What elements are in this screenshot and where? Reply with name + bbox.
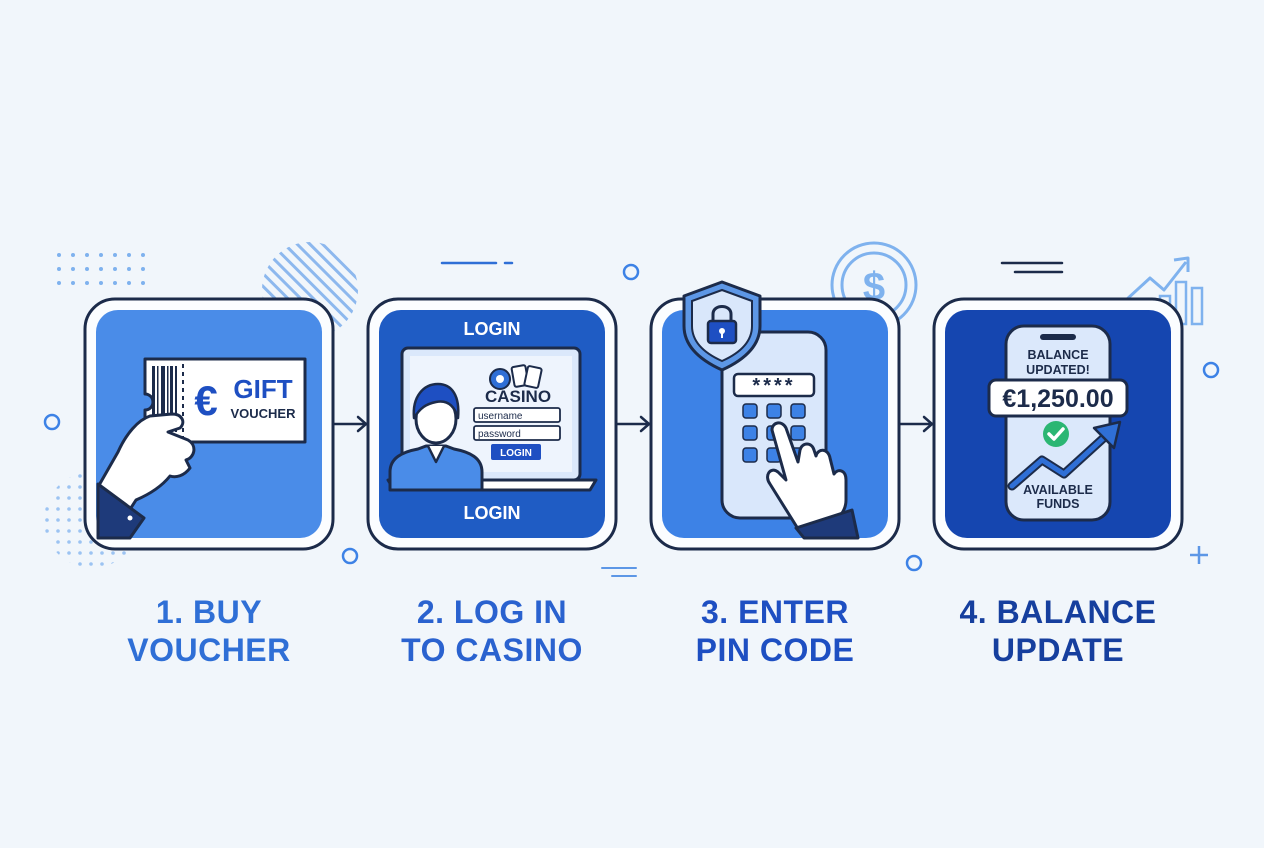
step-3-caption-line2: PIN CODE (695, 632, 855, 668)
step-3-card: $ **** (649, 241, 918, 551)
shield-lock-icon (682, 280, 762, 372)
ring-decoration (905, 554, 923, 572)
casino-site-name: CASINO (485, 387, 551, 406)
pin-input[interactable] (732, 372, 816, 398)
casino-chips-icon (489, 364, 543, 390)
dot-grid-decoration (50, 252, 154, 292)
password-field[interactable] (473, 425, 561, 441)
voucher-subtitle: VOUCHER (230, 406, 296, 421)
ring-decoration (341, 547, 359, 565)
funds-label-line2: FUNDS (1036, 497, 1079, 511)
step-2-card: LOGIN CASINO username password LOGIN LOG… (366, 297, 618, 551)
euro-symbol: € (194, 377, 217, 424)
login-button[interactable] (491, 444, 541, 460)
username-placeholder: username (478, 411, 523, 422)
step-2-caption-line1: 2. LOG IN (416, 594, 568, 630)
ring-decoration (622, 263, 640, 281)
balance-amount-box (987, 378, 1129, 418)
balance-status-line2: UPDATED! (1026, 363, 1090, 377)
balance-amount: €1,250.00 (1002, 385, 1113, 413)
hand-icon (96, 412, 196, 540)
step-1-card: € GIFT VOUCHER (83, 297, 335, 551)
step-1-caption-line2: VOUCHER (127, 632, 291, 668)
login-button-label: LOGIN (500, 448, 532, 459)
password-placeholder: password (478, 429, 521, 440)
step-4-caption-line1: 4. BALANCE (959, 594, 1157, 630)
dash-decoration (1000, 261, 1064, 274)
funds-label-line1: AVAILABLE (1023, 483, 1093, 497)
login-top-label: LOGIN (464, 319, 521, 339)
balance-status-line1: BALANCE (1027, 348, 1088, 362)
step-4-caption-line2: UPDATE (991, 632, 1125, 668)
user-avatar-icon (388, 382, 484, 492)
pin-mask: **** (752, 375, 795, 397)
username-field[interactable] (473, 407, 561, 423)
arrow-right-icon (897, 415, 934, 433)
login-bottom-label: LOGIN (464, 503, 521, 523)
ring-decoration (43, 413, 61, 431)
barcode-icon (152, 366, 177, 432)
gift-voucher-icon: € GIFT VOUCHER (143, 357, 307, 444)
dash-decoration (601, 567, 637, 577)
step-2-caption-line2: TO CASINO (401, 632, 583, 668)
step-4-caption: 4. BALANCE UPDATE (938, 593, 1178, 669)
trend-arrow-icon (1007, 420, 1122, 491)
pointing-hand-icon (766, 421, 860, 540)
step-2-caption: 2. LOG IN TO CASINO (372, 593, 612, 669)
plus-decoration (1190, 546, 1208, 564)
step-3-caption: 3. ENTER PIN CODE (655, 593, 895, 669)
ring-decoration (1202, 361, 1220, 379)
arrow-right-icon (331, 415, 368, 433)
voucher-title: GIFT (233, 374, 292, 404)
connectors (331, 415, 934, 433)
arrow-right-icon (614, 415, 651, 433)
step-1-caption: 1. BUY VOUCHER (89, 593, 329, 669)
step-1-caption-line1: 1. BUY (155, 594, 263, 630)
step-3-caption-line1: 3. ENTER (700, 594, 850, 630)
step-4-card: BALANCE UPDATED! €1,250.00 AVAILABLE FUN… (932, 256, 1204, 551)
checkmark-icon (1043, 421, 1069, 447)
